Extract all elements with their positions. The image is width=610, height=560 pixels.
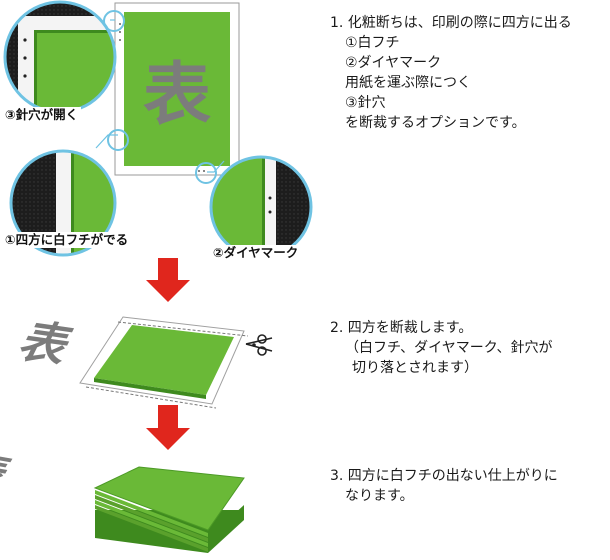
badge-pin-holes: ③針穴が開く xyxy=(2,107,82,123)
step-line: （白フチ、ダイヤマーク、針穴が xyxy=(345,340,553,356)
step-line: ②ダイヤマーク xyxy=(345,55,442,71)
callout-connectors xyxy=(95,19,225,173)
pin-holes xyxy=(119,23,205,172)
printed-sheet: 表 xyxy=(114,2,240,176)
down-arrow-icon xyxy=(146,258,190,302)
step-3-description: 3. 四方に白フチの出ない仕上がりに なります。 xyxy=(330,466,558,506)
callout-targets xyxy=(103,10,217,184)
badge-diamond-mark: ②ダイヤマーク xyxy=(210,245,302,261)
down-arrow-icon xyxy=(146,405,190,450)
step-line: 用紙を運ぶ際につく xyxy=(345,75,471,91)
badge-white-border: ①四方に白フチがでる xyxy=(2,232,132,248)
step-line: 3. 四方に白フチの出ない仕上がりに xyxy=(330,468,558,484)
step-line: なります。 xyxy=(345,488,414,504)
cutting-sheet: 表 xyxy=(11,316,249,409)
callout-pin-holes xyxy=(3,0,117,114)
step-line: 2. 四方を断裁します。 xyxy=(330,320,473,336)
callout-diamond-mark xyxy=(209,155,313,259)
step-line: を断裁するオプションです。 xyxy=(345,115,526,131)
step-line: ①白フチ xyxy=(345,35,400,51)
finished-stack: 表 xyxy=(0,447,245,553)
step-1-description: 1. 化粧断ちは、印刷の際に四方に出る ①白フチ ②ダイヤマーク 用紙を運ぶ際に… xyxy=(330,13,572,133)
sheet-green-area xyxy=(124,12,230,166)
scissors-icon xyxy=(245,334,273,356)
step-line: ③針穴 xyxy=(345,95,386,111)
step-line: 1. 化粧断ちは、印刷の際に四方に出る xyxy=(330,15,572,31)
step-2-description: 2. 四方を断裁します。 （白フチ、ダイヤマーク、針穴が 切り落とされます） xyxy=(330,318,552,378)
step-line: 切り落とされます） xyxy=(352,360,478,376)
sheet-kanji: 表 xyxy=(143,56,211,135)
cut-lines xyxy=(85,321,249,409)
sheet-kanji: 表 xyxy=(11,316,82,373)
sheet-kanji: 表 xyxy=(0,447,20,497)
